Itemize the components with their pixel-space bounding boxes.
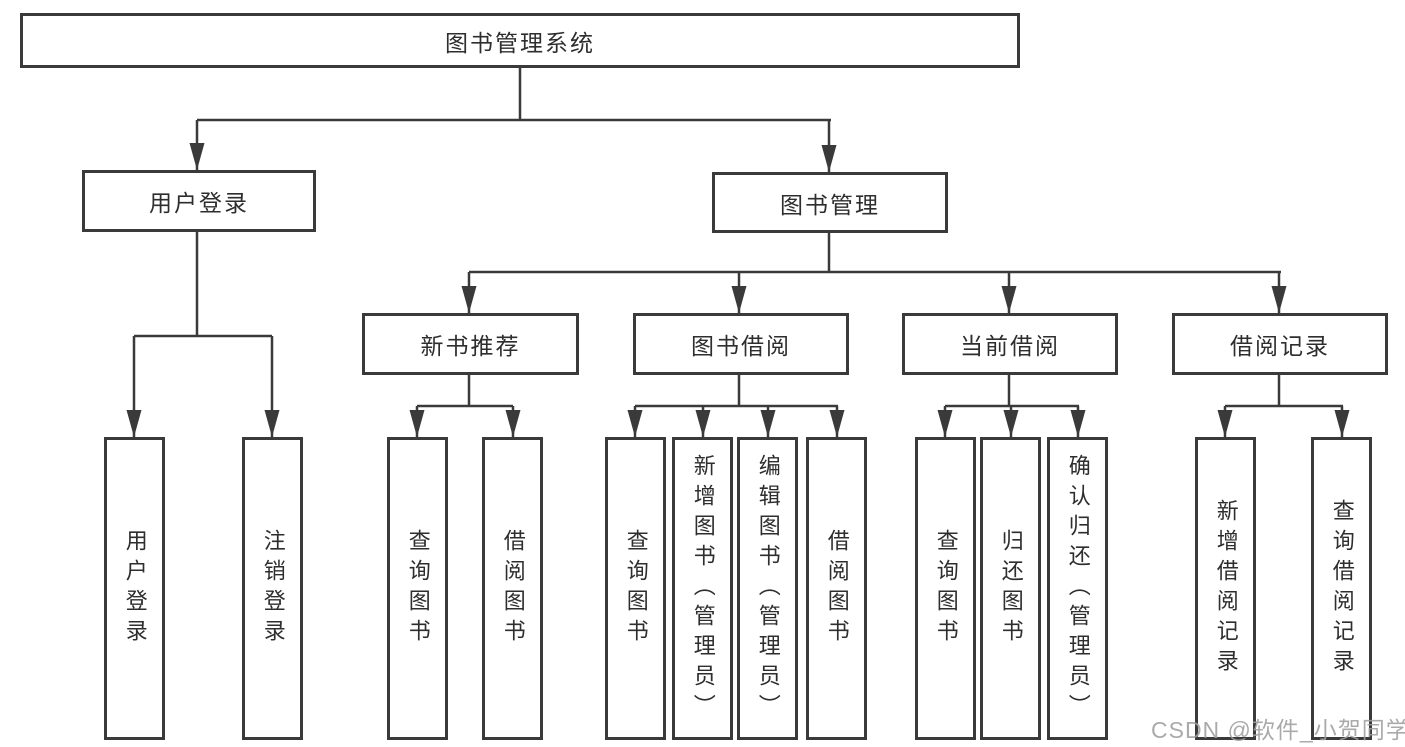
- leaf-query-books-recommend: 查询图书: [387, 437, 448, 740]
- leaf-label: 用户登录: [122, 528, 148, 649]
- leaf-query-books-borrowing: 查询图书: [605, 437, 666, 740]
- leaf-confirm-return-admin: 确认归还（管理员）: [1047, 437, 1108, 740]
- csdn-watermark: CSDN @软件_小贺同学: [1151, 717, 1405, 743]
- leaf-add-borrow-record: 新增借阅记录: [1195, 437, 1256, 740]
- node-label: 用户登录: [149, 190, 249, 216]
- node-book-management: 图书管理: [712, 172, 948, 233]
- leaf-label: 查询借阅记录: [1329, 498, 1355, 679]
- node-borrowing-records: 借阅记录: [1172, 313, 1388, 375]
- node-label: 图书借阅: [691, 333, 791, 359]
- node-library-management-system: 图书管理系统: [20, 13, 1020, 68]
- leaf-query-borrow-record: 查询借阅记录: [1311, 437, 1372, 740]
- leaf-label: 确认归还（管理员）: [1065, 453, 1091, 724]
- node-current-borrowing: 当前借阅: [902, 313, 1118, 375]
- leaf-user-login: 用户登录: [104, 437, 165, 740]
- leaf-label: 查询图书: [623, 528, 649, 649]
- leaf-borrow-books-recommend: 借阅图书: [482, 437, 543, 740]
- leaf-label: 新增借阅记录: [1213, 498, 1239, 679]
- node-label: 借阅记录: [1230, 333, 1330, 359]
- leaf-borrow-books: 借阅图书: [806, 437, 867, 740]
- node-book-borrowing: 图书借阅: [633, 313, 849, 375]
- leaf-label: 归还图书: [998, 528, 1024, 649]
- leaf-add-books-admin: 新增图书（管理员）: [672, 437, 733, 740]
- leaf-logout: 注销登录: [242, 437, 303, 740]
- node-label: 新书推荐: [420, 333, 521, 359]
- node-user-login: 用户登录: [82, 170, 316, 232]
- leaf-label: 查询图书: [933, 528, 959, 649]
- leaf-label: 查询图书: [405, 528, 431, 649]
- leaf-edit-books-admin: 编辑图书（管理员）: [737, 437, 798, 740]
- leaf-label: 新增图书（管理员）: [690, 453, 716, 724]
- leaf-label: 借阅图书: [824, 528, 850, 649]
- node-label: 当前借阅: [960, 333, 1060, 359]
- node-label: 图书管理系统: [445, 29, 595, 56]
- node-label: 图书管理: [780, 191, 880, 218]
- leaf-query-books-current: 查询图书: [915, 437, 976, 740]
- leaf-label: 借阅图书: [500, 528, 526, 649]
- leaf-label: 编辑图书（管理员）: [755, 453, 781, 724]
- leaf-return-books: 归还图书: [980, 437, 1041, 740]
- leaf-label: 注销登录: [260, 528, 286, 649]
- node-new-book-recommend: 新书推荐: [362, 313, 579, 375]
